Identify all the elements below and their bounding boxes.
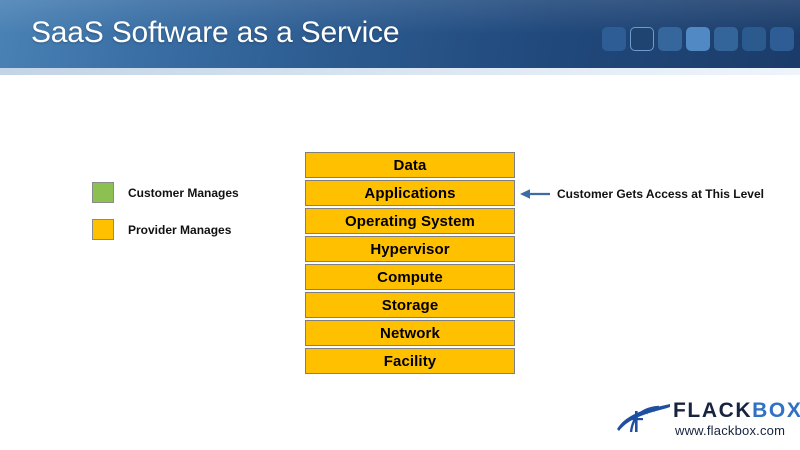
access-level-annotation: Customer Gets Access at This Level <box>520 185 764 203</box>
slide-header: SaaS Software as a Service <box>0 0 800 68</box>
logo-url: www.flackbox.com <box>675 423 786 438</box>
stack-layer: Storage <box>305 292 515 318</box>
stack-layer-label: Network <box>380 324 440 342</box>
logo-wordmark: FLACKBOX <box>673 400 800 422</box>
stack-layer-label: Storage <box>381 296 439 314</box>
logo-word-box: BOX <box>752 399 800 422</box>
stack-layer-label: Applications <box>364 184 456 202</box>
bridge-icon <box>617 404 670 433</box>
stack-layer-label: Operating System <box>345 212 475 230</box>
legend-item: Provider Manages <box>92 219 239 240</box>
left-arrow-icon <box>520 189 550 199</box>
stack-layer: Network <box>305 320 515 346</box>
legend-item-label: Customer Manages <box>128 185 239 200</box>
stack-layer: Compute <box>305 264 515 290</box>
header-square-decoration <box>602 27 794 51</box>
legend-color-swatch <box>92 219 114 240</box>
page-title: SaaS Software as a Service <box>31 16 400 49</box>
header-square-4 <box>686 27 710 51</box>
annotation-label: Customer Gets Access at This Level <box>557 187 764 201</box>
stack-layer-label: Facility <box>383 352 437 370</box>
header-underline-divider <box>0 68 800 75</box>
stack-layer: Data <box>305 152 515 178</box>
logo-word-flack: FLACK <box>673 399 753 422</box>
stack-layer: Hypervisor <box>305 236 515 262</box>
stack-layer-label: Hypervisor <box>370 240 450 258</box>
header-square-1 <box>602 27 626 51</box>
stack-layer: Operating System <box>305 208 515 234</box>
header-square-7 <box>770 27 794 51</box>
stack-layer: Facility <box>305 348 515 374</box>
legend-item: Customer Manages <box>92 182 239 203</box>
legend-color-swatch <box>92 182 114 203</box>
header-square-6 <box>742 27 766 51</box>
flackbox-logo[interactable]: FLACKBOX www.flackbox.com <box>615 398 800 444</box>
header-square-5 <box>714 27 738 51</box>
stack-layer: Applications <box>305 180 515 206</box>
stack-layer-label: Compute <box>377 268 443 286</box>
legend-item-label: Provider Manages <box>128 222 232 237</box>
header-square-2 <box>630 27 654 51</box>
header-square-3 <box>658 27 682 51</box>
stack-layer-label: Data <box>393 156 427 174</box>
